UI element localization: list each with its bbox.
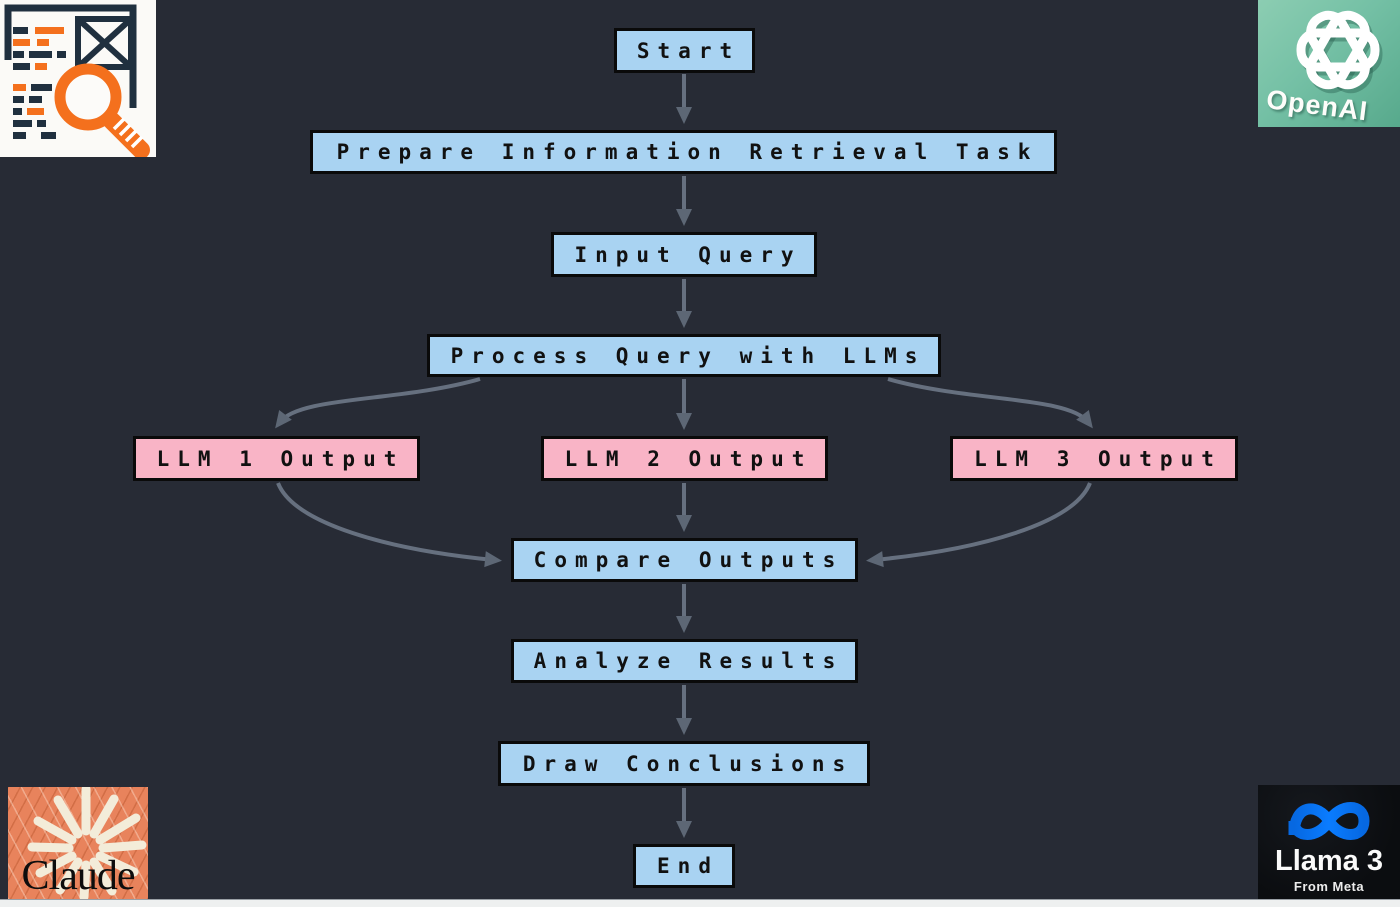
flow-node-llm2-output: LLM 2 Output	[541, 436, 828, 481]
claude-logo: Claude	[8, 787, 148, 900]
edge-process-llm1	[275, 377, 481, 429]
flow-node-prepare-task: Prepare Information Retrieval Task	[310, 130, 1057, 174]
envelope-icon	[75, 16, 134, 70]
openai-logo: OpenAI	[1258, 0, 1400, 127]
flow-node-end: End	[633, 844, 735, 888]
magnifier-icon	[54, 63, 150, 157]
flow-node-llm3-output: LLM 3 Output	[950, 436, 1238, 481]
edge-llm3-compare	[866, 482, 1092, 568]
bottom-edge-bar	[0, 899, 1400, 907]
edge-process-llm3	[887, 377, 1093, 429]
llama3-logo: Llama 3 From Meta	[1258, 785, 1400, 900]
flow-node-input-query: Input Query	[551, 232, 817, 277]
openai-knot-icon	[1296, 10, 1383, 94]
flow-node-draw-conclusions: Draw Conclusions	[498, 741, 870, 786]
information-retrieval-logo	[0, 0, 156, 157]
edge-llm1-compare	[276, 482, 502, 568]
llama3-wordmark: Llama 3	[1275, 845, 1383, 877]
claude-starburst-icon	[27, 787, 147, 900]
meta-infinity-icon	[1288, 802, 1370, 840]
flow-node-compare-outputs: Compare Outputs	[511, 538, 858, 582]
flow-node-analyze-results: Analyze Results	[511, 639, 858, 683]
document-search-icon	[4, 4, 150, 157]
flow-node-llm1-output: LLM 1 Output	[133, 436, 420, 481]
flow-node-process-query: Process Query with LLMs	[427, 334, 941, 377]
document-text-dashes	[13, 27, 66, 139]
claude-wordmark: Claude	[21, 853, 136, 899]
from-meta-label: From Meta	[1293, 879, 1365, 894]
flow-node-start: Start	[614, 28, 755, 73]
